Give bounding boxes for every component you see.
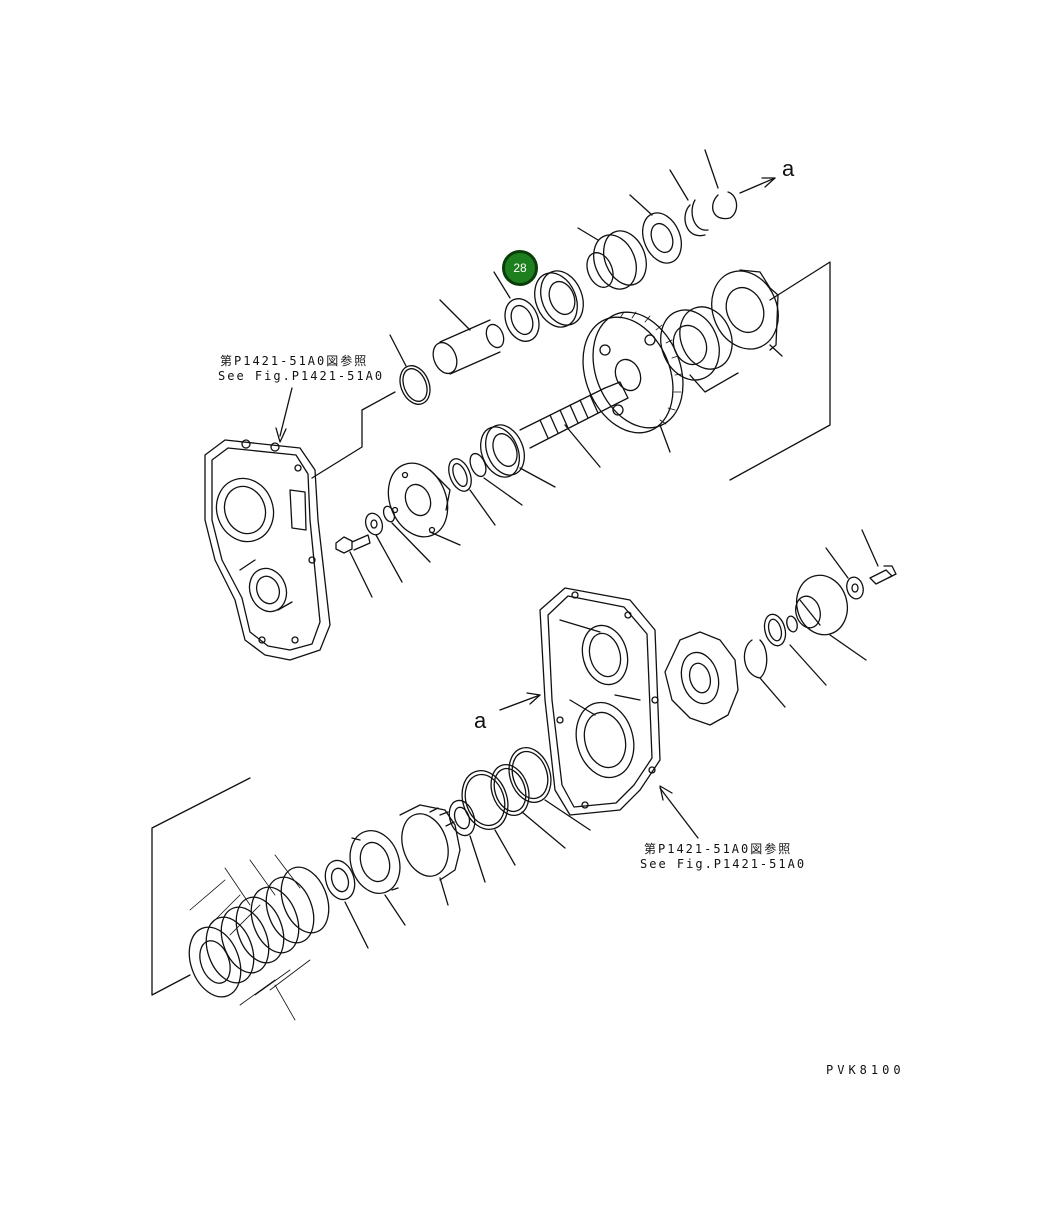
bottom-seal-part — [763, 613, 827, 686]
clutch-bearing-part — [324, 859, 369, 949]
clutch-disc-leaders — [189, 854, 311, 1021]
top-oring-part — [382, 505, 431, 563]
cover-ref-leader — [659, 787, 699, 839]
bottom-ref-label-jp: 第P1421-51A0図参照 — [644, 842, 793, 856]
bottom-bolt-part — [861, 529, 897, 585]
arrow-a-mid-line — [499, 694, 541, 711]
top-ref-label-jp: 第P1421-51A0図参照 — [220, 354, 369, 368]
bottom-left-bracket-line — [151, 777, 251, 996]
bottom-flange-part — [795, 574, 867, 661]
bearing-race-part — [493, 271, 540, 342]
top-right-bracket-line — [729, 261, 831, 481]
bottom-bearing-part — [448, 799, 486, 883]
top-snap-ring-part — [448, 458, 496, 526]
bottom-ring-large-part — [508, 747, 591, 831]
top-bolt-part — [335, 534, 373, 598]
arrow-a-top-head — [761, 177, 776, 188]
needle-bearing-part — [432, 299, 505, 375]
thrust-washer-part — [660, 306, 739, 393]
upper-snap-ring-end-part — [669, 169, 709, 237]
top-housing-part — [204, 439, 331, 661]
large-gear-part — [582, 311, 684, 453]
cover-ref-arrow — [659, 785, 673, 801]
bottom-snap-ring-part — [743, 639, 786, 708]
arrow-a-mid-label: a — [474, 708, 487, 733]
upper-circlip-part — [704, 149, 738, 220]
callout-28-badge[interactable]: 28 — [502, 250, 538, 286]
middle-cover-plate-part — [539, 587, 661, 816]
drawing-code: PVK8100 — [826, 1063, 905, 1077]
upper-snap-ring-part — [389, 334, 431, 405]
top-cover-part — [387, 462, 461, 546]
main-shaft-part — [519, 381, 629, 468]
housing-leader-line — [279, 387, 293, 437]
arrow-a-mid-head — [526, 692, 541, 705]
callout-28-bearing-part — [534, 270, 584, 328]
bottom-ref-label-en: See Fig.P1421-51A0 — [640, 857, 807, 871]
clutch-drum-part — [399, 804, 461, 906]
housing-leader-arrow — [275, 427, 287, 443]
upper-bearing-part — [629, 194, 682, 264]
bottom-washer-part — [825, 547, 864, 600]
upper-gear-part — [577, 227, 647, 290]
top-ref-label-en: See Fig.P1421-51A0 — [218, 369, 385, 383]
large-gear-teeth — [619, 311, 683, 425]
top-bearing-part — [480, 424, 556, 488]
arrow-a-top-label: a — [782, 156, 795, 181]
bottom-retainer-part — [664, 631, 739, 726]
clutch-hub-part — [349, 830, 406, 926]
top-washer-part — [364, 512, 403, 583]
bottom-oring-part — [786, 615, 798, 633]
housing-bracket-line — [311, 391, 396, 479]
top-end-plate-part — [711, 269, 783, 357]
bottom-ring-mid-part — [490, 764, 566, 849]
clutch-disc-stack-part — [188, 866, 330, 998]
arrow-a-top-line — [739, 177, 776, 194]
bottom-ring-small-part — [461, 770, 516, 866]
